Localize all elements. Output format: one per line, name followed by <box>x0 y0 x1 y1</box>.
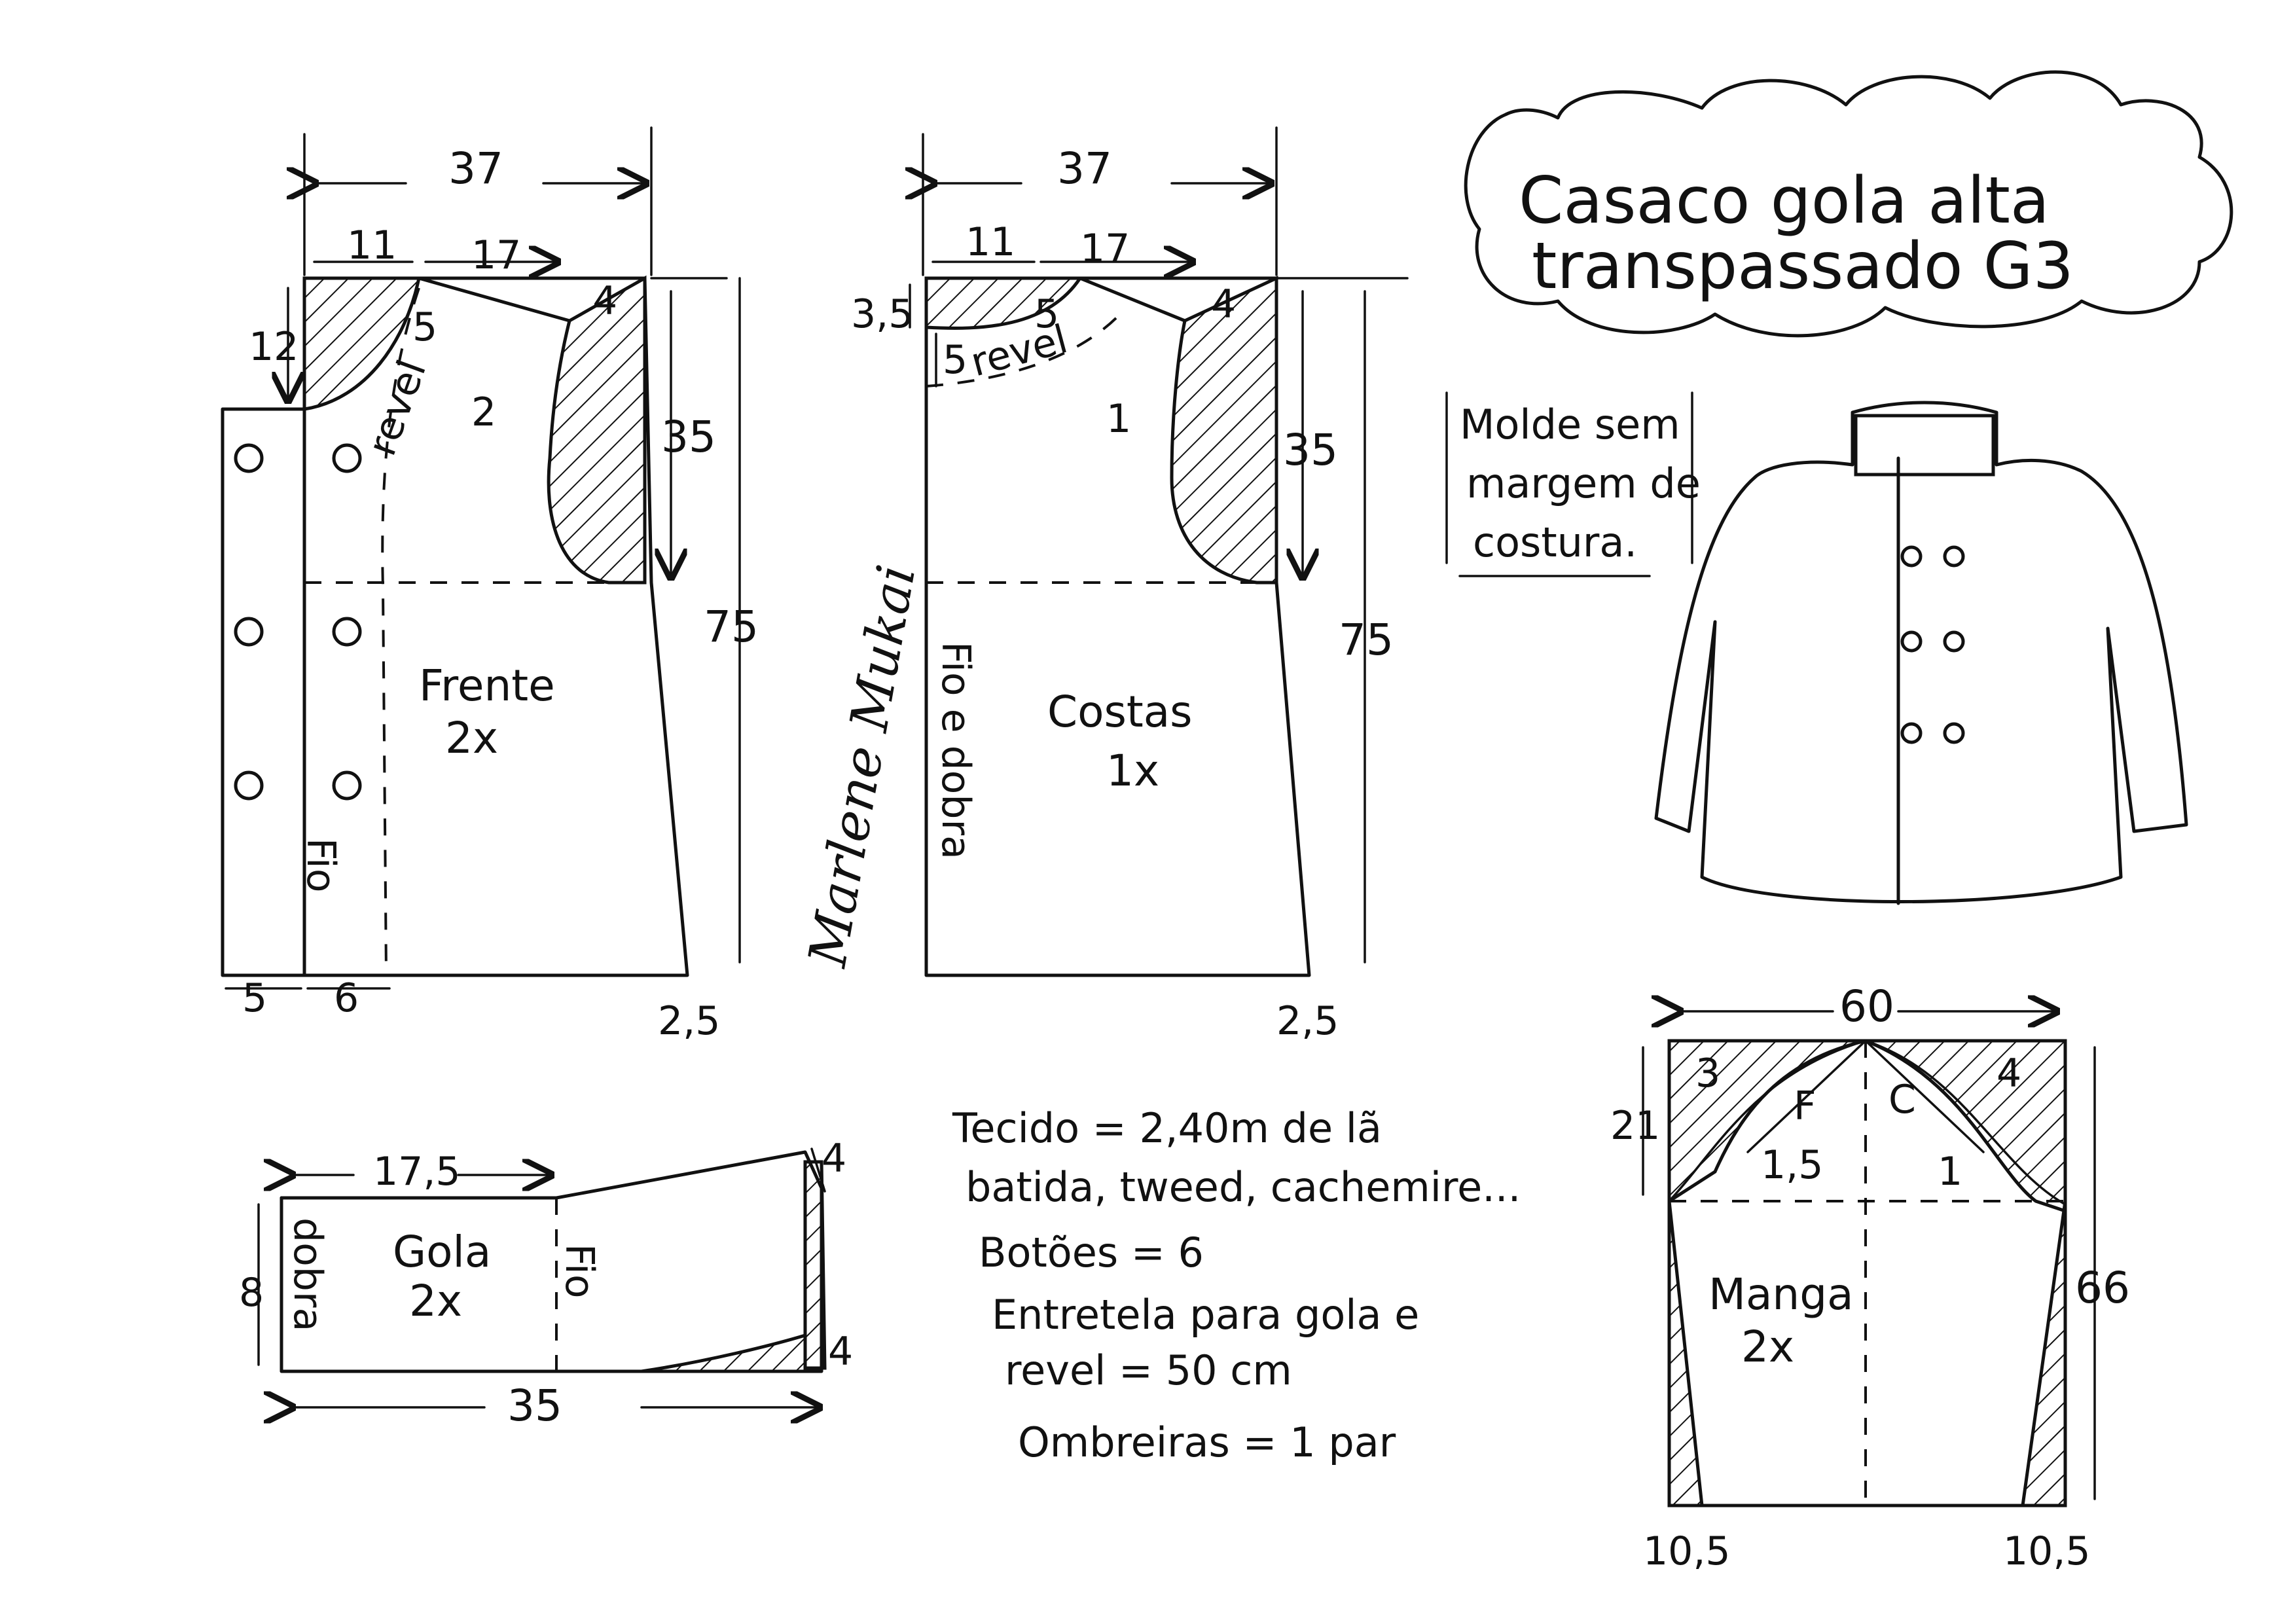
sleeve-hatch-right <box>2021 1200 2067 1507</box>
title-line2: transpassado G3 <box>1532 229 2074 304</box>
sleeve-count-label: 2x <box>1741 1322 1794 1372</box>
sleeve-width-label: 60 <box>1839 981 1894 1032</box>
front-ext-right-label: 6 <box>334 975 359 1021</box>
front-grain-label: Fio <box>298 838 344 893</box>
collar-top-width-label: 17,5 <box>373 1149 461 1195</box>
front-button <box>332 770 362 801</box>
note-line1: Molde sem <box>1460 401 1680 448</box>
coat-illustration <box>1654 401 2188 905</box>
sleeve-cuff-right-label: 10,5 <box>2003 1528 2091 1574</box>
front-count-label: 2x <box>445 713 498 763</box>
back-width-label: 37 <box>1057 143 1112 194</box>
sleeve-left-in-label: 3 <box>1695 1051 1720 1096</box>
sleeve-back-mark: F <box>1794 1083 1816 1129</box>
front-neck-small-label: 5 <box>412 304 437 350</box>
front-armhole-depth-label: 35 <box>661 412 716 462</box>
title-line1: Casaco gola alta <box>1519 164 2050 238</box>
front-length-label: 75 <box>704 602 759 652</box>
front-hem-flare-label: 2,5 <box>658 998 720 1044</box>
collar-grain-label: Fio <box>556 1244 602 1299</box>
back-neck-width-label: 11 <box>966 219 1015 265</box>
front-button <box>234 617 264 647</box>
front-shoulder-label: 17 <box>471 232 521 278</box>
front-shoulder-drop-label: 4 <box>592 278 617 324</box>
collar-length-label: 35 <box>507 1380 562 1431</box>
front-button <box>332 617 362 647</box>
sleeve-length-label: 66 <box>2075 1263 2130 1313</box>
front-piece: 37 11 17 12 5 4 2 35 75 2,5 5 6 revel Fi… <box>221 126 759 1044</box>
materials-buttons: Botões = 6 <box>979 1229 1204 1276</box>
materials-fabric: Tecido = 2,40m de lã <box>952 1104 1382 1152</box>
front-button <box>234 770 264 801</box>
front-button <box>234 443 264 473</box>
collar-rise-bottom-label: 4 <box>828 1329 853 1375</box>
sleeve-right-curve-label: 1 <box>1938 1149 1962 1195</box>
back-name-label: Costas <box>1047 687 1193 737</box>
back-armhole-in-label: 1 <box>1106 396 1131 442</box>
collar-hatch-bottom <box>641 1333 807 1373</box>
front-armhole-in-label: 2 <box>471 389 496 435</box>
front-neck-hatch <box>302 276 422 411</box>
back-neck-small-label: 5 <box>1034 291 1059 337</box>
front-ext-left-label: 5 <box>242 975 267 1021</box>
back-shoulder-label: 17 <box>1080 226 1130 272</box>
front-armhole-hatch <box>547 275 647 585</box>
back-grain-fold-label: Fio e dobra <box>933 641 979 859</box>
sleeve-cap-height-label: 21 <box>1610 1103 1660 1149</box>
sleeve-cuff-left-label: 10,5 <box>1643 1528 1731 1574</box>
collar-name-label: Gola <box>393 1227 491 1277</box>
back-shoulder-drop-label: 4 <box>1211 281 1236 327</box>
materials-interfacing: Entretela para gola e <box>992 1291 1419 1339</box>
front-width-label: 37 <box>448 143 503 194</box>
sleeve-hatch-left <box>1667 1200 1704 1507</box>
back-hem-flare-label: 2,5 <box>1276 998 1339 1044</box>
back-armhole-depth-label: 35 <box>1283 425 1338 475</box>
collar-piece: 17,5 8 4 4 35 dobra Fio Gola 2x <box>239 1136 853 1431</box>
sleeve-right-in-label: 4 <box>1997 1051 2021 1096</box>
front-neck-width-label: 11 <box>347 223 397 268</box>
materials-interfacing-amount: revel = 50 cm <box>1005 1346 1292 1394</box>
collar-rise-top-label: 4 <box>822 1136 846 1182</box>
sleeve-left-curve-label: 1,5 <box>1761 1142 1823 1188</box>
note-line3: costura. <box>1473 518 1637 566</box>
materials-list: Tecido = 2,40m de lã batida, tweed, cach… <box>952 1104 1521 1466</box>
back-neck-drop-label: 3,5 <box>851 291 913 337</box>
note-line2: margem de <box>1466 460 1701 507</box>
front-neck-drop-label: 12 <box>249 324 298 370</box>
front-button <box>332 443 362 473</box>
materials-fabric-types: batida, tweed, cachemire... <box>966 1163 1521 1211</box>
back-piece: 37 11 17 3,5 5 4 5 revel 1 35 75 2,5 Fio… <box>851 126 1409 1044</box>
sleeve-name-label: Manga <box>1708 1269 1854 1320</box>
back-facing-depth-label: 5 <box>943 337 967 383</box>
sleeve-piece: 60 21 66 3 4 1,5 1 F C 10,5 10,5 Manga 2… <box>1610 981 2130 1574</box>
collar-fold-label: dobra <box>285 1218 331 1331</box>
sleeve-cap-hatch-right <box>1865 1039 2067 1214</box>
back-neck-hatch <box>924 276 1083 330</box>
materials-shoulder-pads: Ombreiras = 1 par <box>1018 1418 1396 1466</box>
back-length-label: 75 <box>1339 615 1394 665</box>
back-armhole-hatch <box>1170 276 1278 585</box>
collar-height-label: 8 <box>239 1270 264 1316</box>
title-cloud: Casaco gola alta transpassado G3 <box>1464 70 2233 338</box>
signature: Marlene Mukai <box>797 560 928 972</box>
back-count-label: 1x <box>1106 746 1159 796</box>
front-name-label: Frente <box>419 660 555 711</box>
note-box: Molde sem margem de costura. <box>1445 391 1701 577</box>
collar-count-label: 2x <box>409 1276 462 1326</box>
sleeve-front-mark: C <box>1888 1077 1916 1123</box>
